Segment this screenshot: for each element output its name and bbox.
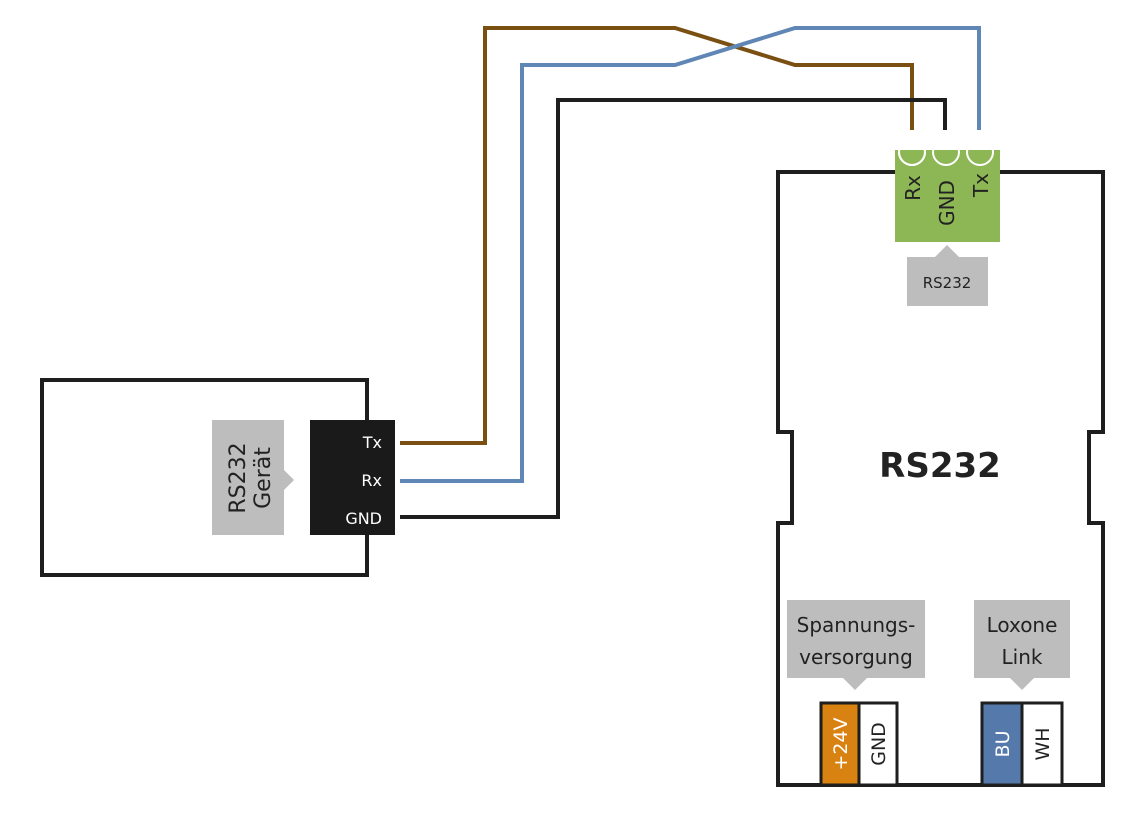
wire-rx-to-tx	[400, 26, 981, 483]
device-terminal-block: Tx Rx GND	[310, 420, 395, 535]
terminal-pin-gnd: GND	[935, 180, 959, 226]
power-label-line1: Spannungs-	[797, 613, 916, 637]
link-label-line1: Loxone	[987, 613, 1058, 637]
terminal-pin-tx: Tx	[969, 173, 993, 198]
link-label-callout: Loxone Link	[974, 600, 1070, 690]
power-pin-gnd: GND	[868, 722, 890, 766]
terminal-pin-rx: Rx	[901, 175, 925, 201]
link-terminal-block: BU WH	[980, 701, 1064, 787]
wire-gnd-to-gnd	[400, 98, 947, 519]
wire-tx-to-rx	[400, 26, 914, 445]
power-pin-24v: +24V	[830, 717, 852, 770]
link-pin-bu: BU	[992, 731, 1014, 758]
device-pin-gnd: GND	[345, 509, 382, 528]
terminal-label: RS232	[923, 274, 972, 292]
extension-title: RS232	[879, 446, 1001, 486]
link-label-line2: Link	[1002, 645, 1043, 669]
device-pin-rx: Rx	[361, 471, 382, 490]
terminal-label-callout: RS232	[907, 245, 988, 306]
device-label-callout: RS232 Gerät	[212, 420, 294, 535]
power-label-callout: Spannungs- versorgung	[787, 600, 925, 690]
power-terminal-block: +24V GND	[819, 701, 899, 787]
device-name-line1: RS232	[226, 442, 251, 513]
link-pin-wh: WH	[1032, 727, 1054, 760]
power-label-line2: versorgung	[799, 645, 913, 669]
device-pin-tx: Tx	[362, 433, 382, 452]
rs232-terminal-block: Rx GND Tx	[895, 130, 1000, 242]
device-name-line2: Gerät	[251, 447, 276, 509]
